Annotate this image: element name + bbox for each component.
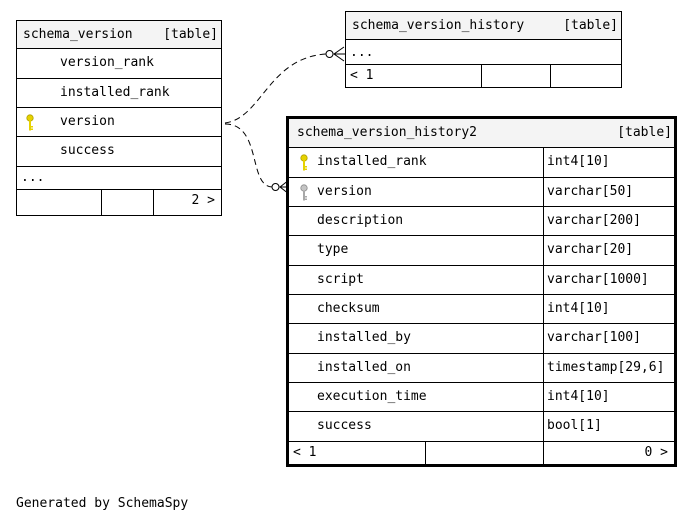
cell-divider [543,295,544,323]
cell-divider [543,354,544,382]
table-header: schema_version [table] [17,21,221,49]
column-name: installed_rank [317,154,427,169]
column-type: bool[1] [547,418,602,433]
table-name: schema_version_history [352,18,525,33]
column-name: checksum [317,301,380,316]
table-schema-version-history2[interactable]: schema_version_history2 [table] installe… [286,116,677,467]
generated-by-note: Generated by SchemaSpy [16,496,189,511]
column-row[interactable]: installed_rank [17,79,221,108]
column-name: description [317,213,404,228]
column-row[interactable]: success [17,137,221,167]
column-name: installed_rank [60,85,170,100]
column-name: success [317,418,372,433]
column-row[interactable]: checksum int4[10] [289,295,674,324]
more-columns-row: ... [346,40,621,65]
more-columns-ellipsis: ... [21,170,45,185]
more-columns-row: ... [17,167,221,190]
column-type: varchar[1000] [547,272,649,287]
link-history2-zero-marker [271,183,280,191]
table-type-label: [table] [163,27,218,42]
primary-key-icon [26,114,34,131]
footer-divider [101,190,102,215]
column-type: timestamp[29,6] [547,360,665,375]
footer-divider [550,65,551,87]
column-row[interactable]: description varchar[200] [289,207,674,236]
column-row[interactable]: installed_on timestamp[29,6] [289,354,674,383]
link-version-to-history2 [224,123,273,188]
cell-divider [543,412,544,441]
column-type: varchar[200] [547,213,641,228]
table-schema-version[interactable]: schema_version [table] version_rank inst… [16,20,222,216]
table-type-label: [table] [617,125,672,140]
table-footer: 2 > [17,190,221,215]
column-type: int4[10] [547,301,610,316]
column-name: installed_by [317,330,411,345]
footer-divider [543,442,544,465]
link-history-crowfoot [333,46,345,62]
cell-divider [543,207,544,235]
column-name: installed_on [317,360,411,375]
link-history-zero-marker [325,50,334,58]
column-row[interactable]: execution_time int4[10] [289,383,674,412]
column-name: type [317,242,349,257]
table-header: schema_version_history [table] [346,12,621,40]
primary-key-icon [300,154,308,171]
children-count[interactable]: 0 > [644,445,668,460]
column-row[interactable]: type varchar[20] [289,236,674,266]
index-key-icon [300,184,308,201]
table-footer: < 1 [346,65,621,87]
cell-divider [543,236,544,265]
column-type: varchar[20] [547,242,634,257]
column-name: execution_time [317,389,427,404]
table-name: schema_version [23,27,133,42]
cell-divider [543,383,544,411]
footer-divider [481,65,482,87]
column-row[interactable]: installed_rank int4[10] [289,148,674,178]
cell-divider [543,178,544,206]
footer-divider [153,190,154,215]
cell-divider [543,148,544,177]
table-schema-version-history[interactable]: schema_version_history [table] ... < 1 [345,11,622,88]
column-name: version [60,114,115,129]
parents-count[interactable]: < 1 [350,68,374,83]
footer-divider [425,442,426,465]
table-footer: < 1 0 > [289,442,674,465]
link-version-to-history [224,53,327,124]
column-row[interactable]: success bool[1] [289,412,674,442]
column-row[interactable]: installed_by varchar[100] [289,324,674,354]
column-row[interactable]: version_rank [17,49,221,79]
parents-count[interactable]: < 1 [293,445,317,460]
table-header: schema_version_history2 [table] [289,119,674,148]
table-name: schema_version_history2 [297,125,478,140]
column-type: int4[10] [547,389,610,404]
column-type: varchar[50] [547,184,634,199]
column-name: version [317,184,372,199]
column-name: version_rank [60,55,154,70]
column-row[interactable]: version varchar[50] [289,178,674,207]
column-type: varchar[100] [547,330,641,345]
column-name: success [60,143,115,158]
column-row[interactable]: script varchar[1000] [289,266,674,295]
column-name: script [317,272,364,287]
cell-divider [543,266,544,294]
cell-divider [543,324,544,353]
children-count[interactable]: 2 > [191,193,215,208]
table-type-label: [table] [563,18,618,33]
column-type: int4[10] [547,154,610,169]
more-columns-ellipsis: ... [350,45,374,60]
column-row[interactable]: version [17,108,221,137]
